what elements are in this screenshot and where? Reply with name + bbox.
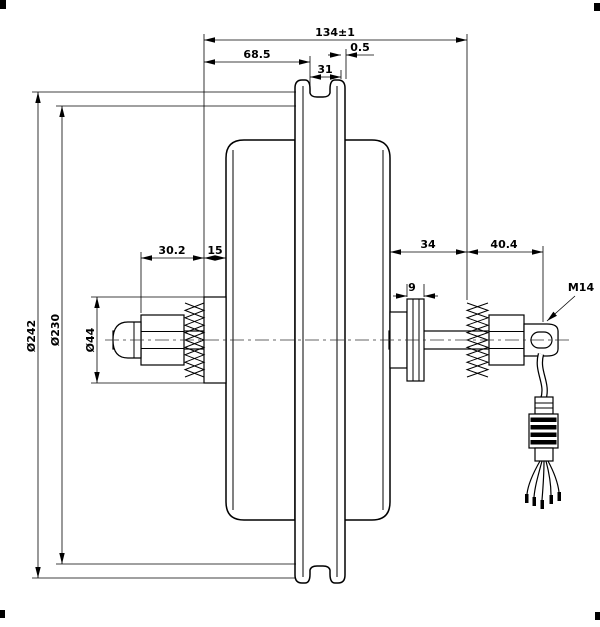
- wire-pin-3: [540, 500, 544, 509]
- wire-3: [541, 460, 545, 501]
- connector-band-4: [530, 440, 557, 445]
- cable-assembly: [525, 353, 561, 509]
- connector-band-3: [530, 432, 557, 437]
- connector-ferrule-top: [534, 396, 554, 415]
- wire-1: [526, 460, 541, 495]
- crop-mark-bottom-right: [595, 612, 600, 620]
- motor-shell: [225, 139, 391, 521]
- wire-pin-5: [557, 492, 561, 501]
- connector-band-2: [530, 425, 557, 430]
- hub-boss-diameter-label: Ø44: [84, 327, 97, 352]
- cable-core: [537, 353, 547, 401]
- dimension-labels: 134±1 68.5 0.5 31 30.2 15 34 40.4 9 M14 …: [25, 26, 594, 352]
- connector-band-1: [530, 417, 557, 422]
- axle-thread-callout-label: M14: [568, 281, 595, 294]
- left-thread-length-label: 30.2: [158, 244, 185, 257]
- right-thread-length-label: 40.4: [490, 238, 517, 251]
- rim-inner-diameter-label: Ø230: [49, 313, 62, 346]
- wire-5: [547, 460, 560, 493]
- rim-width-label: 31: [317, 63, 332, 76]
- motor-shell-right: [342, 139, 391, 521]
- crop-mark-top-right: [594, 3, 600, 11]
- thread-callout-leader: [546, 295, 576, 322]
- crop-mark-bottom-left: [0, 610, 5, 618]
- right-span-label: 34: [420, 238, 436, 251]
- serrated-washer-left-cross: [183, 302, 206, 378]
- wire-pin-1: [525, 494, 529, 503]
- connector-ferrule-bottom: [534, 447, 554, 462]
- wire-2: [533, 460, 543, 498]
- dimension-lines: [35, 37, 576, 578]
- wire-pin-4: [549, 495, 553, 504]
- rim-profile: [294, 79, 346, 584]
- left-span-label: 68.5: [243, 48, 270, 61]
- rim-offset-label: 0.5: [350, 41, 370, 54]
- left-shoulder-label: 15: [207, 244, 222, 257]
- wire-4: [545, 460, 552, 496]
- wire-pin-2: [532, 497, 536, 506]
- wire-bundle: [526, 460, 560, 501]
- overall-width-label: 134±1: [315, 26, 355, 39]
- motor-shell-left: [225, 139, 296, 521]
- washer-stack-width-label: 9: [408, 281, 416, 294]
- crop-mark-top-left: [0, 0, 6, 9]
- rim-outer-diameter-label: Ø242: [25, 320, 38, 352]
